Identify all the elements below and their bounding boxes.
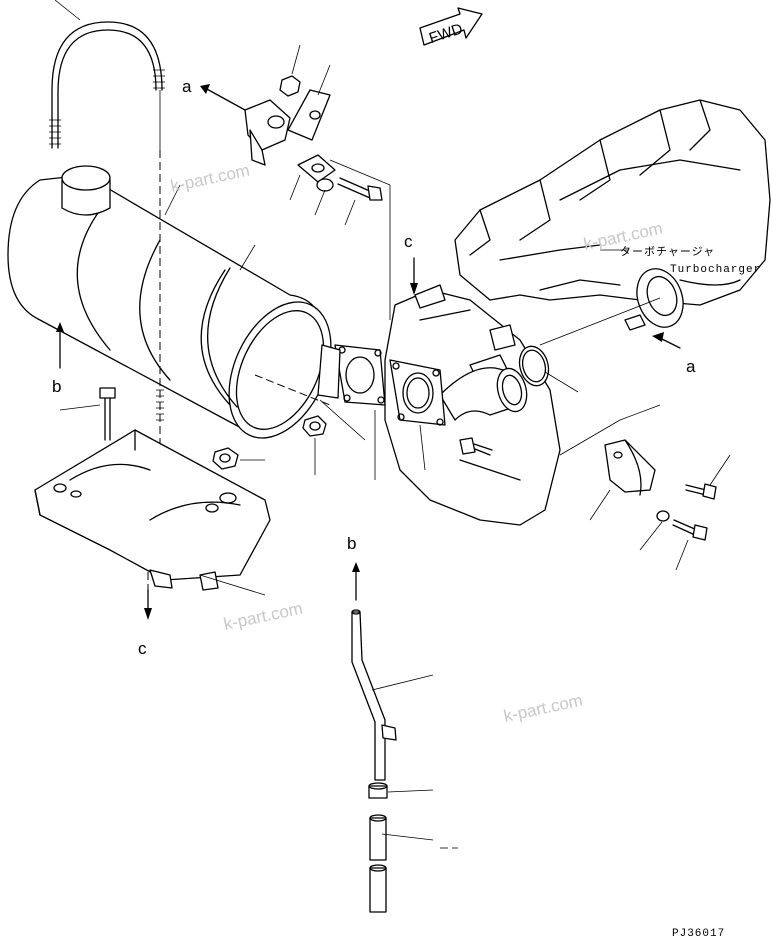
- arrow-c-top: [410, 257, 418, 295]
- arrow-c-left: [144, 589, 152, 620]
- muffler: [7, 165, 332, 439]
- support-bolt-1: [685, 483, 717, 500]
- support-bolt-2: [672, 519, 708, 541]
- flange-nut: [302, 415, 327, 437]
- turbocharger-label-en: Turbocharger: [670, 264, 761, 276]
- gasket-ring: [518, 345, 550, 387]
- arrow-b-mid: [352, 562, 360, 601]
- arrow-a-top: [200, 84, 246, 111]
- engine-block: [454, 99, 771, 306]
- tail-pipe: [351, 609, 397, 781]
- drawing-code: PJ36017: [672, 928, 725, 940]
- spacer: [297, 154, 336, 183]
- mount-plate: [287, 89, 331, 141]
- bracket-bolt: [99, 387, 116, 441]
- bolt-top: [337, 177, 383, 201]
- arrow-a-right: [652, 332, 681, 349]
- flange-bolt: [459, 437, 493, 456]
- arrow-b-left: [56, 322, 64, 369]
- tail-pipe-clamp: [368, 782, 388, 799]
- nut-top: [279, 75, 301, 97]
- tail-pipe-extension-1: [369, 814, 387, 861]
- lower-threaded-rod: [156, 389, 164, 421]
- bracket-nut: [212, 447, 239, 470]
- watermark-4: k-part.com: [502, 691, 584, 726]
- watermark-1: k-part.com: [169, 161, 251, 196]
- hanger-bracket-top: [244, 99, 291, 166]
- support-washer: [656, 510, 670, 522]
- exhaust-support-bracket: [604, 439, 656, 496]
- turbo-tab: [624, 314, 646, 331]
- u-bolt: [49, 21, 165, 149]
- callout-b-left: b: [52, 377, 61, 396]
- tail-pipe-extension-2: [369, 864, 387, 913]
- exhaust-elbow-housing: [384, 284, 561, 526]
- muffler-flange: [317, 344, 341, 399]
- watermark-3: k-part.com: [222, 599, 304, 634]
- exhaust-flange: [389, 359, 446, 426]
- fwd-direction-marker: FWD: [419, 7, 483, 47]
- washer-top: [316, 178, 334, 192]
- callout-a-right: a: [686, 357, 696, 376]
- flange-gasket: [334, 344, 386, 406]
- leader-u-bolt: [54, 0, 81, 21]
- callout-a-top: a: [182, 77, 192, 96]
- callout-c-left: c: [138, 639, 147, 658]
- muffler-mount-bracket: [34, 429, 271, 591]
- callout-b-mid: b: [347, 534, 356, 553]
- callout-c-top: c: [404, 232, 413, 251]
- turbocharger-label-jp: ターボチャージャ: [620, 245, 715, 259]
